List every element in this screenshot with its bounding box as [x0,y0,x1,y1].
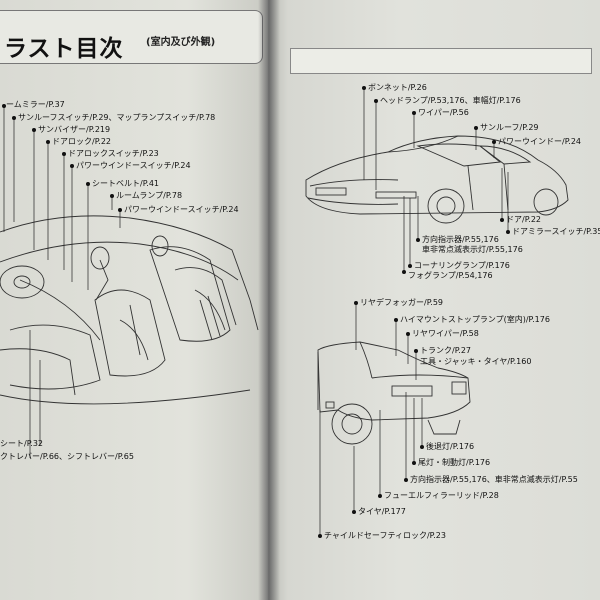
header-bar [290,48,592,74]
label-tools-jack-tire: 工具・ジャッキ・タイヤ/P.160 [420,357,532,366]
label-power-window: パワーウインドー/P.24 [498,137,581,146]
label-turn-signal: 方向指示器/P.55,176 [422,235,499,244]
label-hazard: 車非常点滅表示灯/P.55,176 [422,245,523,254]
label-room-lamp: ルームランプ/P.78 [116,191,183,200]
label-bonnet: ボンネット/P.26 [368,83,427,92]
label-cornering-lamp: コーナリングランプ/P.176 [414,261,510,270]
label-rear-turn-signal: 方向指示器/P.55,176、車非常点滅表示灯/P.55 [410,475,578,484]
label-fog-lamp: フォグランプ/P.54,176 [408,271,493,280]
label-backup-lamp: 後退灯/P.176 [426,442,475,451]
label-power-window-switch-2: パワーウインドースイッチ/P.24 [124,205,239,214]
label-door-lock-switch: ドアロックスイッチ/P.23 [68,149,159,158]
interior-sketch [0,215,259,405]
exterior-leader-lines [319,88,509,536]
title-box: ラスト目次 (室内及び外観) [0,10,263,64]
label-wiper: ワイパー/P.56 [418,108,469,117]
label-door: ドア/P.22 [506,215,541,224]
label-seat: シート/P.32 [0,439,43,448]
label-rear-defogger: リヤデフォッガー/P.59 [360,298,443,307]
right-page: ボンネット/P.26 ヘッドランプ/P.53,176、車幅灯/P.176 ワイパ… [268,0,600,600]
exterior-dots [318,86,510,538]
interior-dots [2,104,122,212]
label-trunk: トランク/P.27 [420,346,471,355]
label-high-mount-stop-lamp: ハイマウントストップランプ(室内)/P.176 [400,315,550,324]
label-room-mirror: ームミラー/P.37 [6,100,65,109]
interior-leader-lines [3,106,121,458]
book-spine-shadow [258,0,280,600]
label-sunroof-switch: サンルーフスイッチ/P.29、マップランプスイッチ/P.78 [18,113,216,122]
label-power-window-switch: パワーウインドースイッチ/P.24 [76,161,191,170]
label-headlamp: ヘッドランプ/P.53,176、車幅灯/P.176 [380,96,521,105]
label-sun-visor: サンバイザー/P.219 [38,125,111,134]
interior-drawing [0,104,259,458]
left-page: ラスト目次 (室内及び外観) [0,0,268,600]
label-tire: タイヤ/P.177 [358,507,406,516]
label-sunroof: サンルーフ/P.29 [480,123,539,132]
label-shift-lever: クトレバー/P.66、シフトレバー/P.65 [0,452,134,461]
rear-car-sketch [317,341,471,445]
label-tail-brake-lamp: 尾灯・制動灯/P.176 [418,458,491,467]
label-fuel-filler-lid: フューエルフィラーリッド/P.28 [384,491,499,500]
front-car-sketch [305,135,569,224]
page-subtitle: (室内及び外観) [146,37,216,48]
label-door-lock: ドアロック/P.22 [52,137,111,146]
label-seat-belt: シートベルト/P.41 [92,179,159,188]
exterior-drawings [305,86,569,538]
label-door-mirror-switch: ドアミラースイッチ/P.35 [512,227,600,236]
page-title: ラスト目次 [4,36,124,62]
label-rear-wiper: リヤワイパー/P.58 [412,329,479,338]
label-child-safety-lock: チャイルドセーフティロック/P.23 [324,531,446,540]
